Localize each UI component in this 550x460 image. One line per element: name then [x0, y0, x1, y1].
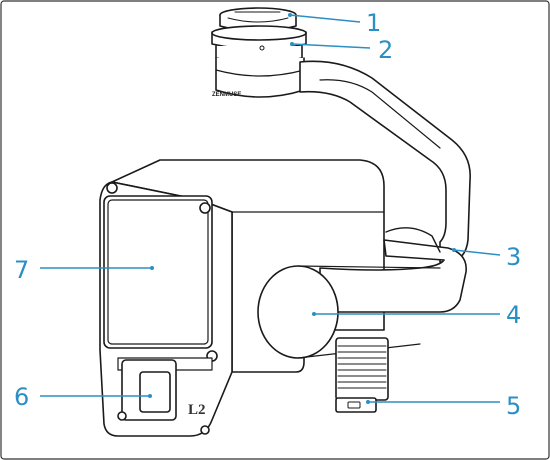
pitch-motor	[257, 265, 441, 359]
callout-line-3	[453, 249, 501, 256]
callout-line-1	[289, 14, 361, 23]
model-marking: L2	[188, 402, 206, 418]
roll-arm	[319, 227, 467, 313]
callout-1: 1	[366, 9, 381, 37]
lower-window	[117, 357, 213, 435]
gimbal-arm	[299, 60, 471, 263]
brand-marking: ZENMUSE	[212, 92, 241, 98]
microsd-slot	[335, 397, 377, 413]
callout-3: 3	[506, 243, 521, 271]
callout-4: 4	[506, 301, 521, 329]
callout-line-2	[291, 43, 371, 49]
callout-2: 2	[378, 36, 393, 64]
heatsink-fins	[335, 337, 389, 401]
callout-5: 5	[506, 392, 521, 420]
callout-7: 7	[14, 256, 29, 284]
callout-6: 6	[14, 383, 29, 411]
front-frame	[99, 181, 233, 437]
